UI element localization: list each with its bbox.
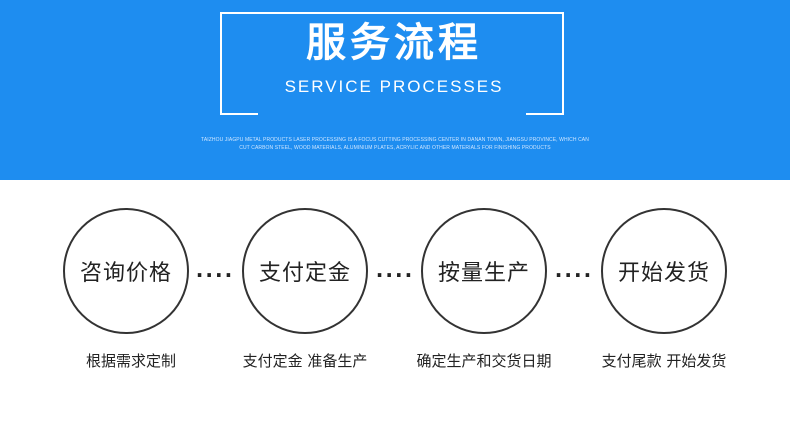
step-caption-4: 支付尾款 开始发货 — [601, 352, 727, 370]
step-label-1: 咨询价格 — [79, 261, 172, 286]
header-description: TAIZHOU JIAGPU METAL PRODUCTS LASER PROC… — [170, 136, 620, 152]
step-label-3: 按量生产 — [437, 261, 530, 286]
step-circle-2: 支付定金 — [242, 208, 368, 334]
step-caption-1: 根据需求定制 — [85, 352, 176, 370]
title-frame-gap — [258, 104, 526, 124]
step-circle-3: 按量生产 — [421, 208, 547, 334]
step-label-2: 支付定金 — [258, 261, 351, 286]
step-connector-2: .... — [375, 258, 415, 282]
step-circle-4: 开始发货 — [601, 208, 727, 334]
page-subtitle: SERVICE PROCESSES — [284, 77, 504, 96]
step-label-4: 开始发货 — [617, 261, 710, 286]
step-connector-1: .... — [195, 258, 235, 282]
description-line-2: CUT CARBON STEEL, WOOD MATERIALS, ALUMIN… — [239, 145, 551, 151]
step-connector-3: .... — [554, 258, 594, 282]
description-line-1: TAIZHOU JIAGPU METAL PRODUCTS LASER PROC… — [201, 137, 589, 143]
header-banner: 服务流程 SERVICE PROCESSES TAIZHOU JIAGPU ME… — [0, 0, 790, 180]
page-title: 服务流程 — [306, 20, 482, 66]
step-caption-2: 支付定金 准备生产 — [242, 352, 368, 370]
step-circle-1: 咨询价格 — [63, 208, 189, 334]
step-caption-3: 确定生产和交货日期 — [416, 352, 552, 370]
